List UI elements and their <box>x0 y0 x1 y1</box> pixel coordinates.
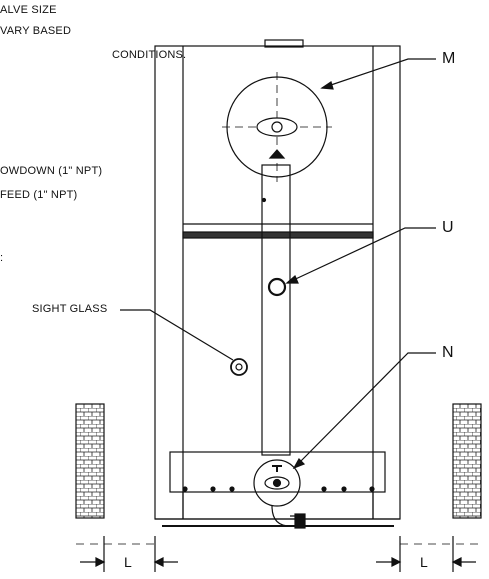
vertical-column <box>261 164 291 456</box>
leader-sight-glass <box>120 309 234 361</box>
dimension-left-l: L <box>124 554 132 570</box>
base-skid <box>169 451 386 493</box>
leader-m <box>321 58 436 89</box>
callout-m: M <box>442 50 456 67</box>
sight-glass-label: SIGHT GLASS <box>32 303 108 315</box>
top-vent <box>264 39 304 48</box>
callout-u: U <box>442 219 454 236</box>
valve-note-line3: CONDITIONS. <box>112 49 187 61</box>
boiler-frame <box>154 45 401 520</box>
right-wall <box>452 403 482 519</box>
band <box>182 231 374 239</box>
base-bolts <box>182 486 375 492</box>
dimension-right-l: L <box>420 554 428 570</box>
sight-glass <box>230 358 248 376</box>
valve-note-line1: ALVE SIZE <box>0 4 57 16</box>
feed-label: FEED (1" NPT) <box>0 189 78 201</box>
left-wall <box>75 403 105 519</box>
handhole-n <box>253 459 301 507</box>
blowdown-label: OWDOWN (1" NPT) <box>0 165 103 177</box>
callout-n: N <box>442 344 454 361</box>
leader-n <box>293 352 436 469</box>
valve-note-line2: VARY BASED <box>0 25 72 37</box>
handhole-u <box>267 277 287 297</box>
stray-mark: : <box>0 252 4 264</box>
leader-u <box>286 227 436 284</box>
